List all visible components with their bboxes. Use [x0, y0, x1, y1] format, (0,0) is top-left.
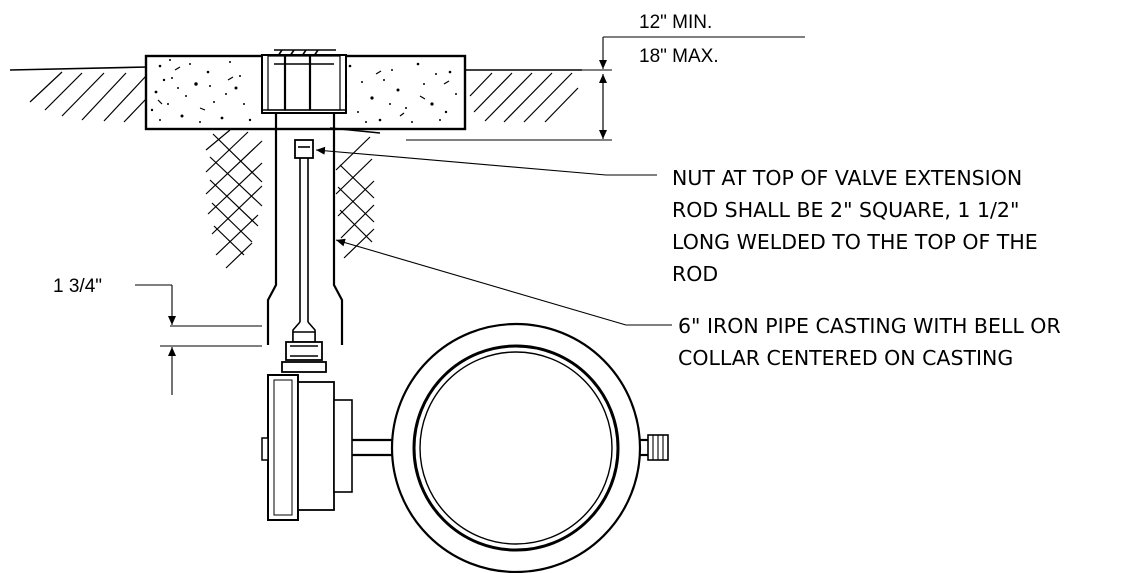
- bell-offset-dimension: 1 3/4": [53, 276, 262, 395]
- ground-surface: [9, 66, 582, 71]
- earth-hatching: [29, 71, 579, 269]
- casting-callout-line-2: COLLAR CENTERED ON CASTING: [678, 346, 1013, 370]
- nut-callout-line-2: ROD SHALL BE 2" SQUARE, 1 1/2": [672, 198, 1019, 222]
- casting-callout: 6" IRON PIPE CASTING WITH BELL OR COLLAR…: [678, 314, 1061, 370]
- casting-callout-line-1: 6" IRON PIPE CASTING WITH BELL OR: [678, 314, 1061, 338]
- nut-callout: NUT AT TOP OF VALVE EXTENSION ROD SHALL …: [672, 166, 1038, 286]
- bell-offset-label: 1 3/4": [53, 276, 102, 297]
- nut-callout-line-4: ROD: [672, 262, 718, 286]
- cover-depth-dimension: 12" MIN. 18" MAX.: [406, 12, 805, 141]
- valve-box-top: [261, 49, 347, 114]
- leader-lines: [315, 146, 672, 326]
- nut-callout-line-1: NUT AT TOP OF VALVE EXTENSION: [672, 166, 1022, 190]
- cover-min-label: 12" MIN.: [639, 12, 712, 33]
- cover-max-label: 18" MAX.: [639, 46, 719, 67]
- nut-callout-line-3: LONG WELDED TO THE TOP OF THE: [672, 230, 1038, 254]
- valve-box-riser: [266, 113, 381, 345]
- valve-body: [261, 361, 669, 521]
- pipe-cross-section: [390, 322, 642, 573]
- extension-rod: [285, 139, 323, 361]
